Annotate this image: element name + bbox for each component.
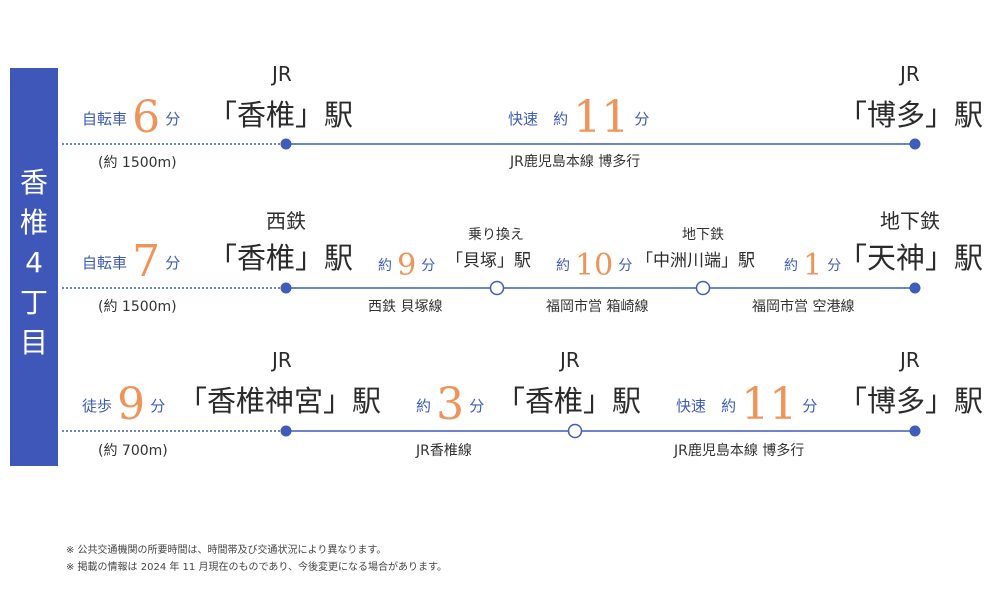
access-unit: 分 bbox=[165, 110, 181, 128]
location-label-char: 目 bbox=[19, 326, 48, 359]
location-label-char: 丁 bbox=[19, 286, 48, 319]
destination-line-name: JR bbox=[900, 348, 920, 372]
origin-line-name: JR bbox=[272, 348, 292, 372]
transfer-station-name: 「中洲川端」駅 bbox=[636, 251, 755, 271]
location-label-char: 椎 bbox=[19, 206, 48, 239]
rail-line-name: 福岡市営 箱崎線 bbox=[546, 299, 649, 315]
travel-minutes: 10 bbox=[575, 248, 614, 283]
travel-time: 快速 約 11 分 bbox=[508, 96, 649, 140]
destination-station-name: 「博多」駅 bbox=[838, 98, 984, 132]
travel-time: 約 3 分 bbox=[416, 383, 484, 427]
transfer-station-marker bbox=[489, 280, 505, 296]
travel-time: 約 9 分 bbox=[378, 251, 435, 281]
transfer-station-marker bbox=[567, 423, 583, 439]
access-minutes: 7 bbox=[132, 236, 161, 287]
train-type: 快速 bbox=[508, 110, 539, 128]
approx-label: 約 bbox=[553, 110, 569, 128]
access-distance: (約 1500m) bbox=[98, 155, 177, 171]
station-marker bbox=[909, 138, 921, 150]
access-time: 徒歩 9 分 bbox=[82, 383, 165, 427]
access-mode: 自転車 bbox=[82, 254, 128, 272]
rail-line-name: JR鹿児島本線 博多行 bbox=[510, 154, 641, 170]
access-unit: 分 bbox=[150, 397, 166, 415]
travel-time: 約 1 分 bbox=[784, 251, 841, 281]
travel-minutes: 9 bbox=[397, 248, 417, 283]
access-unit: 分 bbox=[165, 254, 181, 272]
transfer-station-marker bbox=[695, 280, 711, 296]
location-label-bar: 香 椎 4 丁 目 bbox=[10, 68, 58, 466]
station-marker bbox=[909, 425, 921, 437]
origin-station-name: 「香椎」駅 bbox=[208, 98, 354, 132]
origin-station-name: 「香椎神宮」駅 bbox=[178, 384, 382, 418]
rail-line-name: JR鹿児島本線 博多行 bbox=[674, 443, 805, 459]
station-marker bbox=[280, 282, 292, 294]
origin-line-name: 西鉄 bbox=[266, 209, 306, 233]
travel-unit: 分 bbox=[827, 258, 842, 274]
travel-minutes: 11 bbox=[573, 92, 630, 143]
travel-time: 約 10 分 bbox=[556, 251, 632, 281]
location-label-char: 香 bbox=[19, 166, 48, 199]
rail-line-name: 福岡市営 空港線 bbox=[752, 299, 855, 315]
approx-label: 約 bbox=[556, 258, 570, 274]
station-marker bbox=[280, 425, 292, 437]
approx-label: 約 bbox=[784, 258, 798, 274]
travel-unit: 分 bbox=[618, 258, 633, 274]
access-time: 自転車 6 分 bbox=[82, 96, 180, 140]
access-mode: 徒歩 bbox=[82, 397, 113, 415]
rail-line-name: JR香椎線 bbox=[416, 443, 472, 459]
location-label-char: 4 bbox=[25, 246, 43, 279]
destination-line-name: JR bbox=[900, 62, 920, 86]
rail-line-name: 西鉄 貝塚線 bbox=[368, 299, 443, 315]
destination-station-name: 「博多」駅 bbox=[838, 384, 984, 418]
station-marker bbox=[280, 138, 292, 150]
approx-label: 約 bbox=[416, 397, 432, 415]
transfer-station-name: 「貝塚」駅 bbox=[446, 251, 531, 271]
access-distance: (約 700m) bbox=[98, 443, 168, 459]
origin-station-name: 「香椎」駅 bbox=[208, 241, 354, 275]
access-mode: 自転車 bbox=[82, 110, 128, 128]
approx-label: 約 bbox=[378, 258, 392, 274]
travel-unit: 分 bbox=[634, 110, 650, 128]
destination-station-name: 「天神」駅 bbox=[838, 241, 984, 275]
travel-minutes: 1 bbox=[803, 248, 823, 283]
travel-unit: 分 bbox=[469, 397, 485, 415]
travel-unit: 分 bbox=[802, 397, 818, 415]
footnote: ※ 公共交通機関の所要時間は、時間帯及び交通状況により異なります。 bbox=[66, 545, 387, 556]
train-type: 快速 bbox=[676, 397, 707, 415]
access-time: 自転車 7 分 bbox=[82, 240, 180, 284]
transfer-station-name: 「香椎」駅 bbox=[496, 384, 642, 418]
access-minutes: 9 bbox=[117, 379, 146, 430]
destination-line-name: 地下鉄 bbox=[880, 209, 940, 233]
transfer-label: 乗り換え bbox=[468, 227, 524, 243]
transfer-label: 地下鉄 bbox=[682, 227, 724, 243]
approx-label: 約 bbox=[721, 397, 737, 415]
station-marker bbox=[909, 282, 921, 294]
travel-time: 快速 約 11 分 bbox=[676, 383, 817, 427]
footnote: ※ 掲載の情報は 2024 年 11 月現在のものであり、今後変更になる場合があ… bbox=[66, 562, 447, 573]
travel-minutes: 11 bbox=[741, 379, 798, 430]
access-distance: (約 1500m) bbox=[98, 299, 177, 315]
travel-unit: 分 bbox=[421, 258, 436, 274]
transfer-line-name: JR bbox=[560, 348, 580, 372]
origin-line-name: JR bbox=[272, 62, 292, 86]
access-minutes: 6 bbox=[132, 92, 161, 143]
travel-minutes: 3 bbox=[436, 379, 465, 430]
